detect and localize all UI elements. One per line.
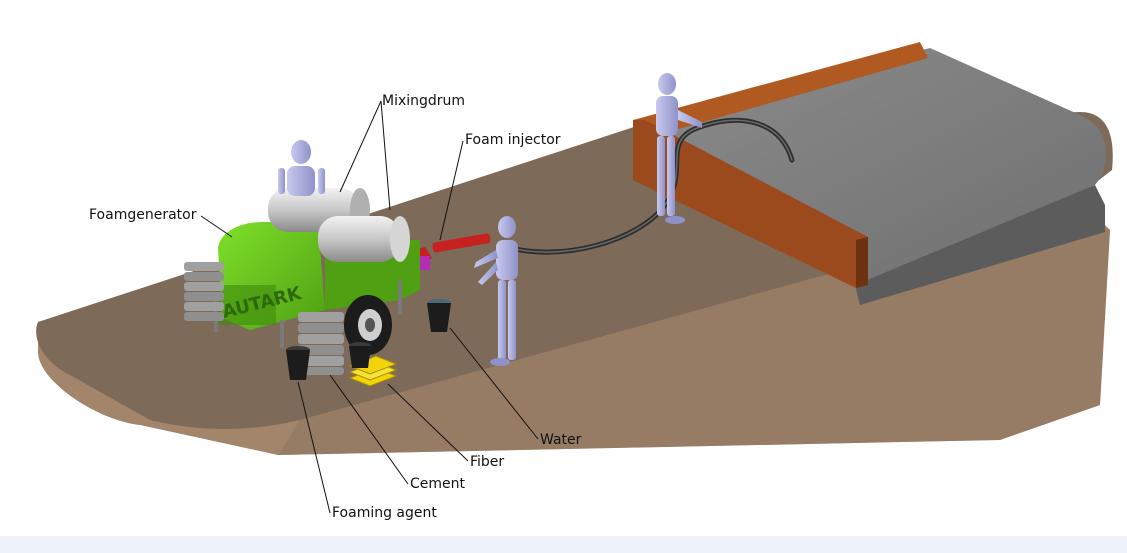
cement-bags-left bbox=[184, 262, 224, 321]
mixing-drum bbox=[318, 216, 410, 262]
worker-figure bbox=[474, 216, 518, 366]
wheel bbox=[344, 295, 392, 355]
worker-figure bbox=[656, 73, 702, 224]
bucket-foaming-agent bbox=[286, 346, 310, 380]
leader-lines bbox=[200, 100, 539, 514]
footer-band bbox=[0, 536, 1127, 553]
formwork bbox=[633, 42, 928, 288]
label-cement: Cement bbox=[410, 476, 466, 492]
bucket-cement-water bbox=[349, 342, 371, 368]
label-foaming-agent: Foaming agent bbox=[332, 505, 437, 521]
bucket-water bbox=[427, 299, 451, 332]
label-mixingdrum: Mixingdrum bbox=[382, 93, 466, 109]
label-foamgenerator: Foamgenerator bbox=[89, 207, 197, 223]
label-water: Water bbox=[540, 432, 582, 448]
cement-bags bbox=[298, 312, 344, 375]
worker-figure bbox=[278, 140, 325, 196]
label-fiber: Fiber bbox=[470, 454, 505, 470]
foam-generator-machine: AUTARK bbox=[214, 188, 420, 355]
label-foam-injector: Foam injector bbox=[465, 132, 561, 148]
